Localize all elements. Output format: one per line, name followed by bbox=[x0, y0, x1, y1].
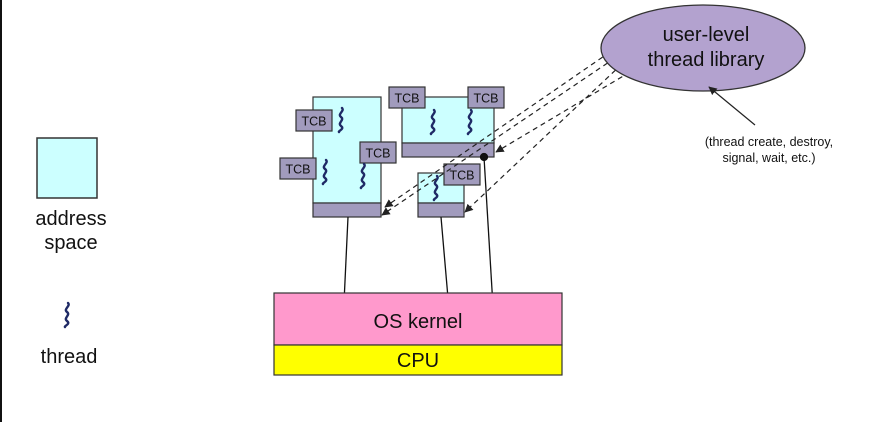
note-line-1: (thread create, destroy, bbox=[705, 135, 833, 149]
svg-text:TCB: TCB bbox=[450, 169, 475, 183]
svg-text:TCB: TCB bbox=[366, 147, 391, 161]
legend-thread-icon bbox=[63, 301, 70, 329]
left-border bbox=[0, 0, 2, 422]
tcb-b2: TCB bbox=[467, 86, 505, 109]
note-arrow bbox=[708, 86, 756, 126]
os-kernel-box bbox=[273, 292, 563, 346]
svg-text:TCB: TCB bbox=[286, 163, 311, 177]
legend-thread-label: thread bbox=[41, 346, 98, 368]
thread-library-ellipse bbox=[600, 4, 806, 92]
cpu-label: CPU bbox=[397, 350, 439, 372]
os-kernel-label: OS kernel bbox=[374, 311, 463, 333]
tcb-c1: TCB bbox=[443, 163, 481, 186]
address-space-c-library-bar bbox=[417, 202, 465, 218]
thread-library-title-1: user-level bbox=[663, 24, 750, 46]
thread-library-title-2: thread library bbox=[648, 49, 765, 71]
svg-text:TCB: TCB bbox=[395, 92, 420, 106]
tcb-a2: TCB bbox=[359, 141, 397, 164]
svg-text:TCB: TCB bbox=[302, 115, 327, 129]
library-links bbox=[381, 51, 631, 216]
tcb-a3: TCB bbox=[279, 157, 317, 180]
address-space-b-library-bar bbox=[401, 142, 495, 158]
address-space-a-library-bar bbox=[312, 202, 382, 218]
tcb-b1: TCB bbox=[388, 86, 426, 109]
svg-text:TCB: TCB bbox=[474, 92, 499, 106]
legend-space-label: space bbox=[44, 232, 97, 254]
note-line-2: signal, wait, etc.) bbox=[722, 151, 815, 165]
cpu-box bbox=[273, 344, 563, 376]
tcb-a1: TCB bbox=[295, 109, 333, 132]
legend-address-label: address bbox=[35, 208, 106, 230]
legend-address-space-swatch bbox=[36, 137, 98, 199]
